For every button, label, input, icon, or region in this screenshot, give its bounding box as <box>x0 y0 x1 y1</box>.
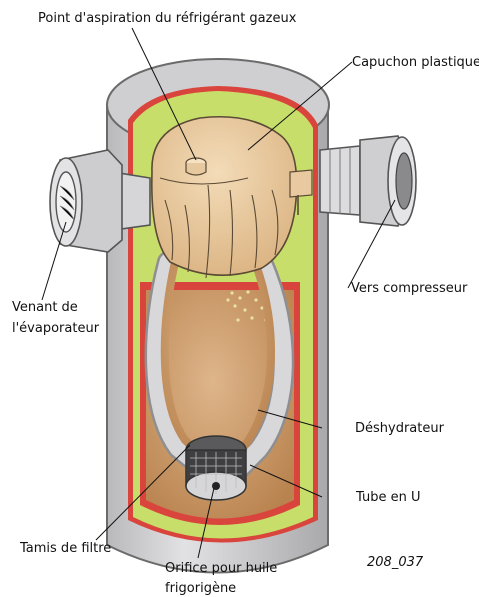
label-from-evaporator-1: Venant de <box>12 300 78 315</box>
label-oil-orifice-1: Orifice pour huile <box>165 561 277 576</box>
oil-orifice-hole <box>212 482 220 490</box>
filter-screen <box>186 436 246 500</box>
label-to-compressor: Vers compresseur <box>351 281 468 296</box>
label-dehydrator: Déshydrateur <box>355 421 445 436</box>
label-oil-orifice-2: frigorigène <box>165 581 236 596</box>
outlet-fitting <box>320 136 416 226</box>
label-filter-screen: Tamis de filtre <box>19 541 111 556</box>
label-from-evaporator-2: l'évaporateur <box>12 321 100 336</box>
label-suction-point: Point d'aspiration du réfrigérant gazeux <box>38 11 297 26</box>
label-u-tube: Tube en U <box>355 490 420 505</box>
label-plastic-cap: Capuchon plastique <box>352 55 479 70</box>
figure-id: 208_037 <box>367 555 424 570</box>
